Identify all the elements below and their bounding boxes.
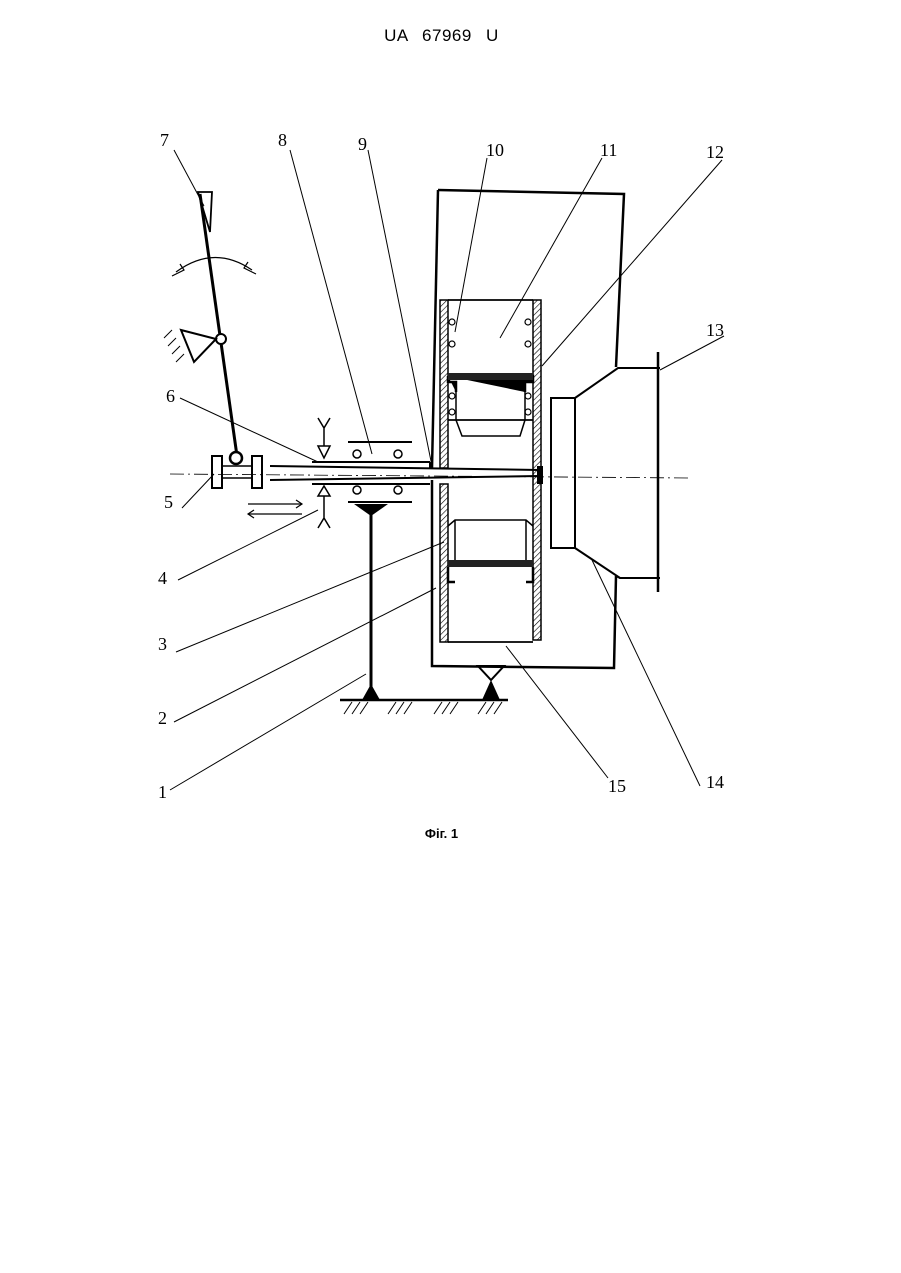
lower-separator-ends [448, 567, 533, 582]
axial-motion-arrows [248, 500, 302, 518]
left-hatched-wall-upper [440, 300, 448, 468]
housing-left-wall [432, 190, 438, 468]
fixed-support-hatch [164, 330, 184, 362]
lever-joint [230, 452, 242, 464]
lever-pivot-mount [181, 330, 216, 362]
lever-pivot [216, 334, 226, 344]
upper-chamber [448, 300, 533, 420]
diffuser-inner [551, 398, 575, 548]
label-8: 8 [278, 130, 287, 150]
frame-column-top [354, 504, 388, 516]
label-12: 12 [706, 142, 724, 162]
outer-housing [432, 190, 624, 668]
ground-hatch [344, 702, 502, 714]
support-top-symbol [318, 418, 330, 458]
lever-arm [200, 194, 237, 456]
label-13: 13 [706, 320, 724, 340]
diffuser-cone [575, 368, 660, 578]
label-11: 11 [600, 140, 617, 160]
label-15: 15 [608, 776, 626, 796]
bearing-balls [353, 450, 402, 494]
left-hatched-wall-lower [440, 484, 448, 642]
label-3: 3 [158, 634, 167, 654]
label-9: 9 [358, 134, 367, 154]
figure-caption: Фіг. 1 [0, 826, 883, 841]
frame-column-foot [362, 684, 380, 700]
lower-separator-bar [448, 560, 533, 567]
label-2: 2 [158, 708, 167, 728]
housing-support-foot [482, 680, 500, 700]
label-7: 7 [160, 130, 169, 150]
shaft-bottom [270, 476, 539, 480]
upper-inner-box [456, 382, 525, 436]
label-5: 5 [164, 492, 173, 512]
support-bottom-symbol [318, 486, 330, 528]
label-4: 4 [158, 568, 167, 588]
label-14: 14 [706, 772, 724, 792]
central-plate [537, 466, 543, 484]
spring-circles [449, 319, 531, 415]
coupling-right-block [252, 456, 262, 488]
lower-inner-box [448, 520, 533, 560]
label-6: 6 [166, 386, 175, 406]
leader-lines [170, 150, 724, 790]
housing-support [478, 666, 504, 680]
label-10: 10 [486, 140, 504, 160]
shaft-top [270, 466, 539, 470]
upper-separator-bar [448, 373, 533, 380]
label-1: 1 [158, 782, 167, 802]
coupling-left-block [212, 456, 222, 488]
swing-arrow [176, 257, 252, 272]
